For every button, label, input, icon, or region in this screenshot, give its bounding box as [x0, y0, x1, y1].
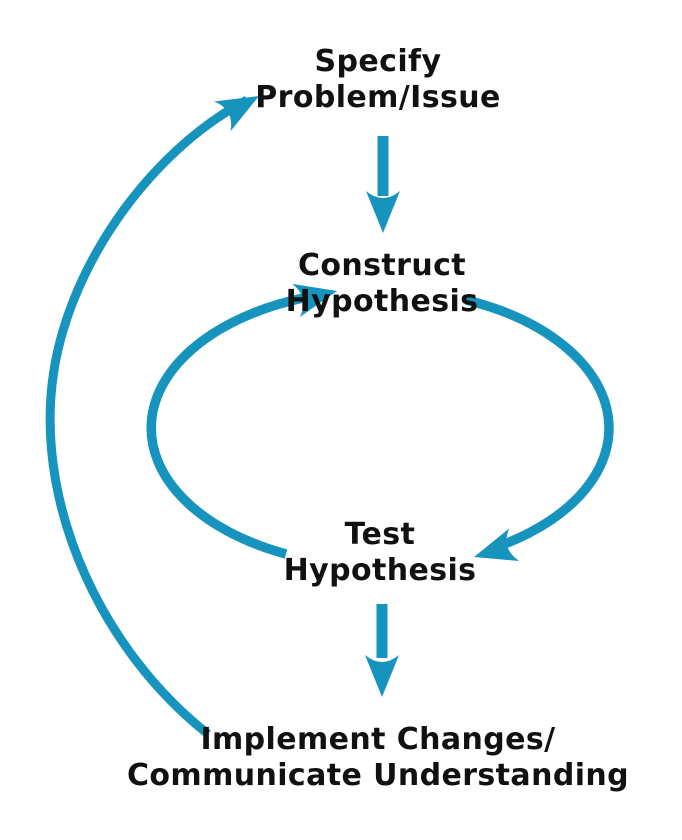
node-specify-line1: Specify — [314, 44, 442, 79]
node-specify-problem-issue: Specify Problem/Issue — [255, 44, 501, 116]
edge-test-to-implement-arrowhead-icon — [365, 655, 399, 697]
node-test-line2: Hypothesis — [283, 553, 477, 588]
edge-specify-to-construct-arrowhead-icon — [366, 191, 400, 233]
edge-implement-to-specify-curve — [45, 96, 250, 738]
node-specify-line2: Problem/Issue — [255, 80, 501, 115]
node-test-line1: Test — [344, 517, 416, 552]
node-construct-line2: Hypothesis — [285, 284, 479, 319]
node-implement-line1: Implement Changes/ — [200, 722, 556, 757]
node-construct-hypothesis: Construct Hypothesis — [286, 248, 479, 320]
node-implement-communicate: Implement Changes/ Communicate Understan… — [127, 722, 629, 794]
node-construct-line1: Construct — [297, 248, 467, 283]
edge-construct-to-test-arrowhead-icon — [469, 528, 520, 574]
node-test-hypothesis: Test Hypothesis — [284, 517, 477, 589]
node-implement-line2: Communicate Understanding — [126, 758, 630, 793]
edge-construct-to-test-curve — [464, 295, 614, 550]
edge-test-to-construct-curve — [146, 293, 305, 559]
